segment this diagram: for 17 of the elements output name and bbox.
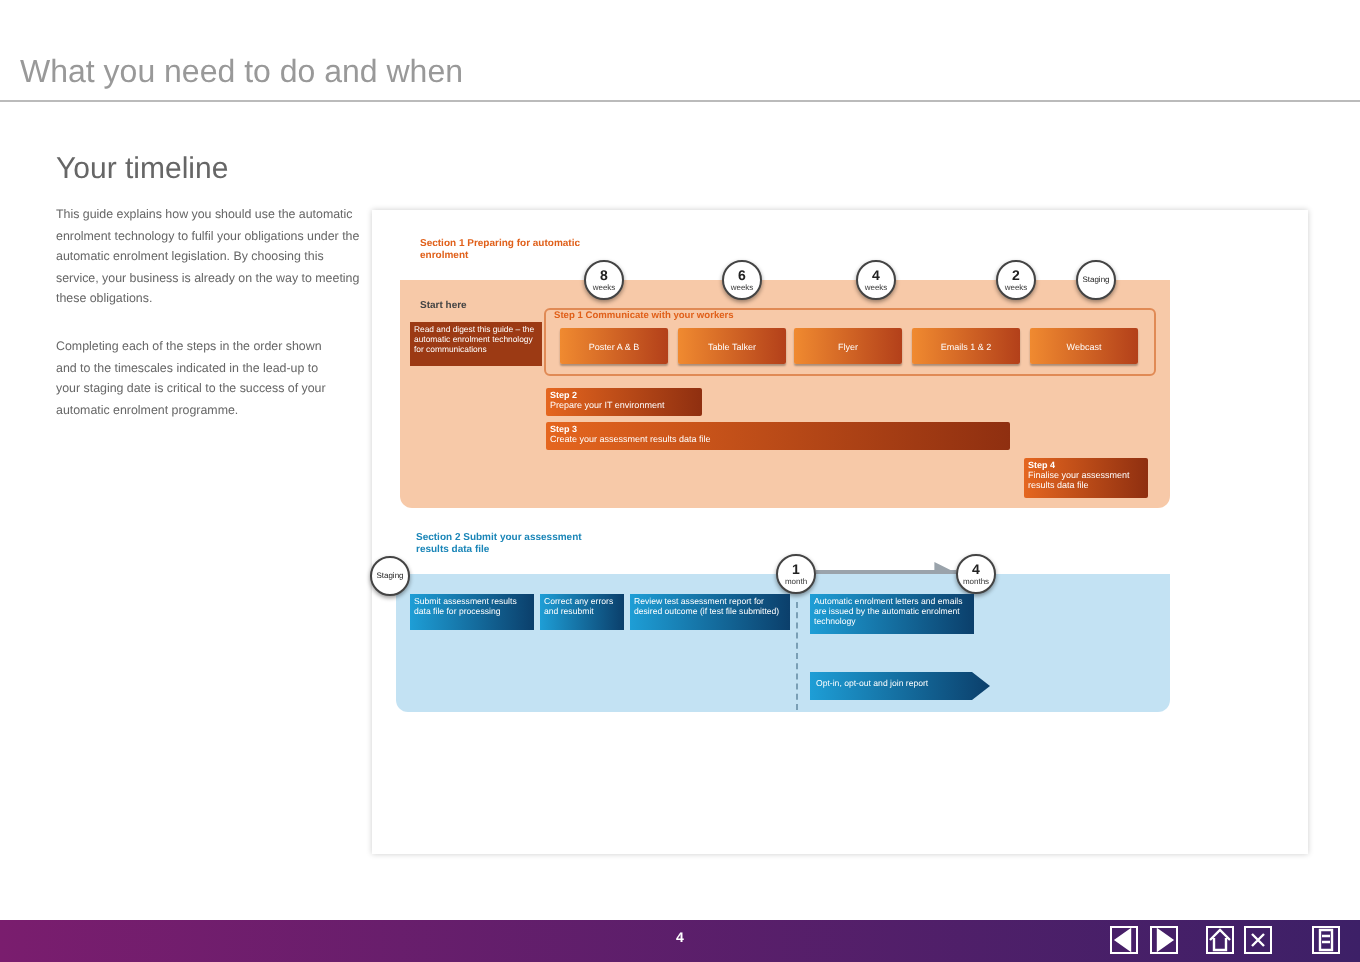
section-heading: Your timeline [56,152,229,186]
timeline-panel [400,236,1170,508]
material-box [560,328,668,364]
task-box [810,594,974,634]
task-box [540,594,624,630]
material-box [912,328,1020,364]
task-box [410,322,542,366]
step-bar [546,388,702,416]
step-bar [546,422,1010,450]
step-bar [1024,458,1148,498]
material-box [794,328,902,364]
task-box [410,594,534,630]
material-box [678,328,786,364]
step-group-frame [544,308,1156,376]
page-title: What you need to do and when [20,56,463,92]
task-box [630,594,790,630]
material-box [1030,328,1138,364]
